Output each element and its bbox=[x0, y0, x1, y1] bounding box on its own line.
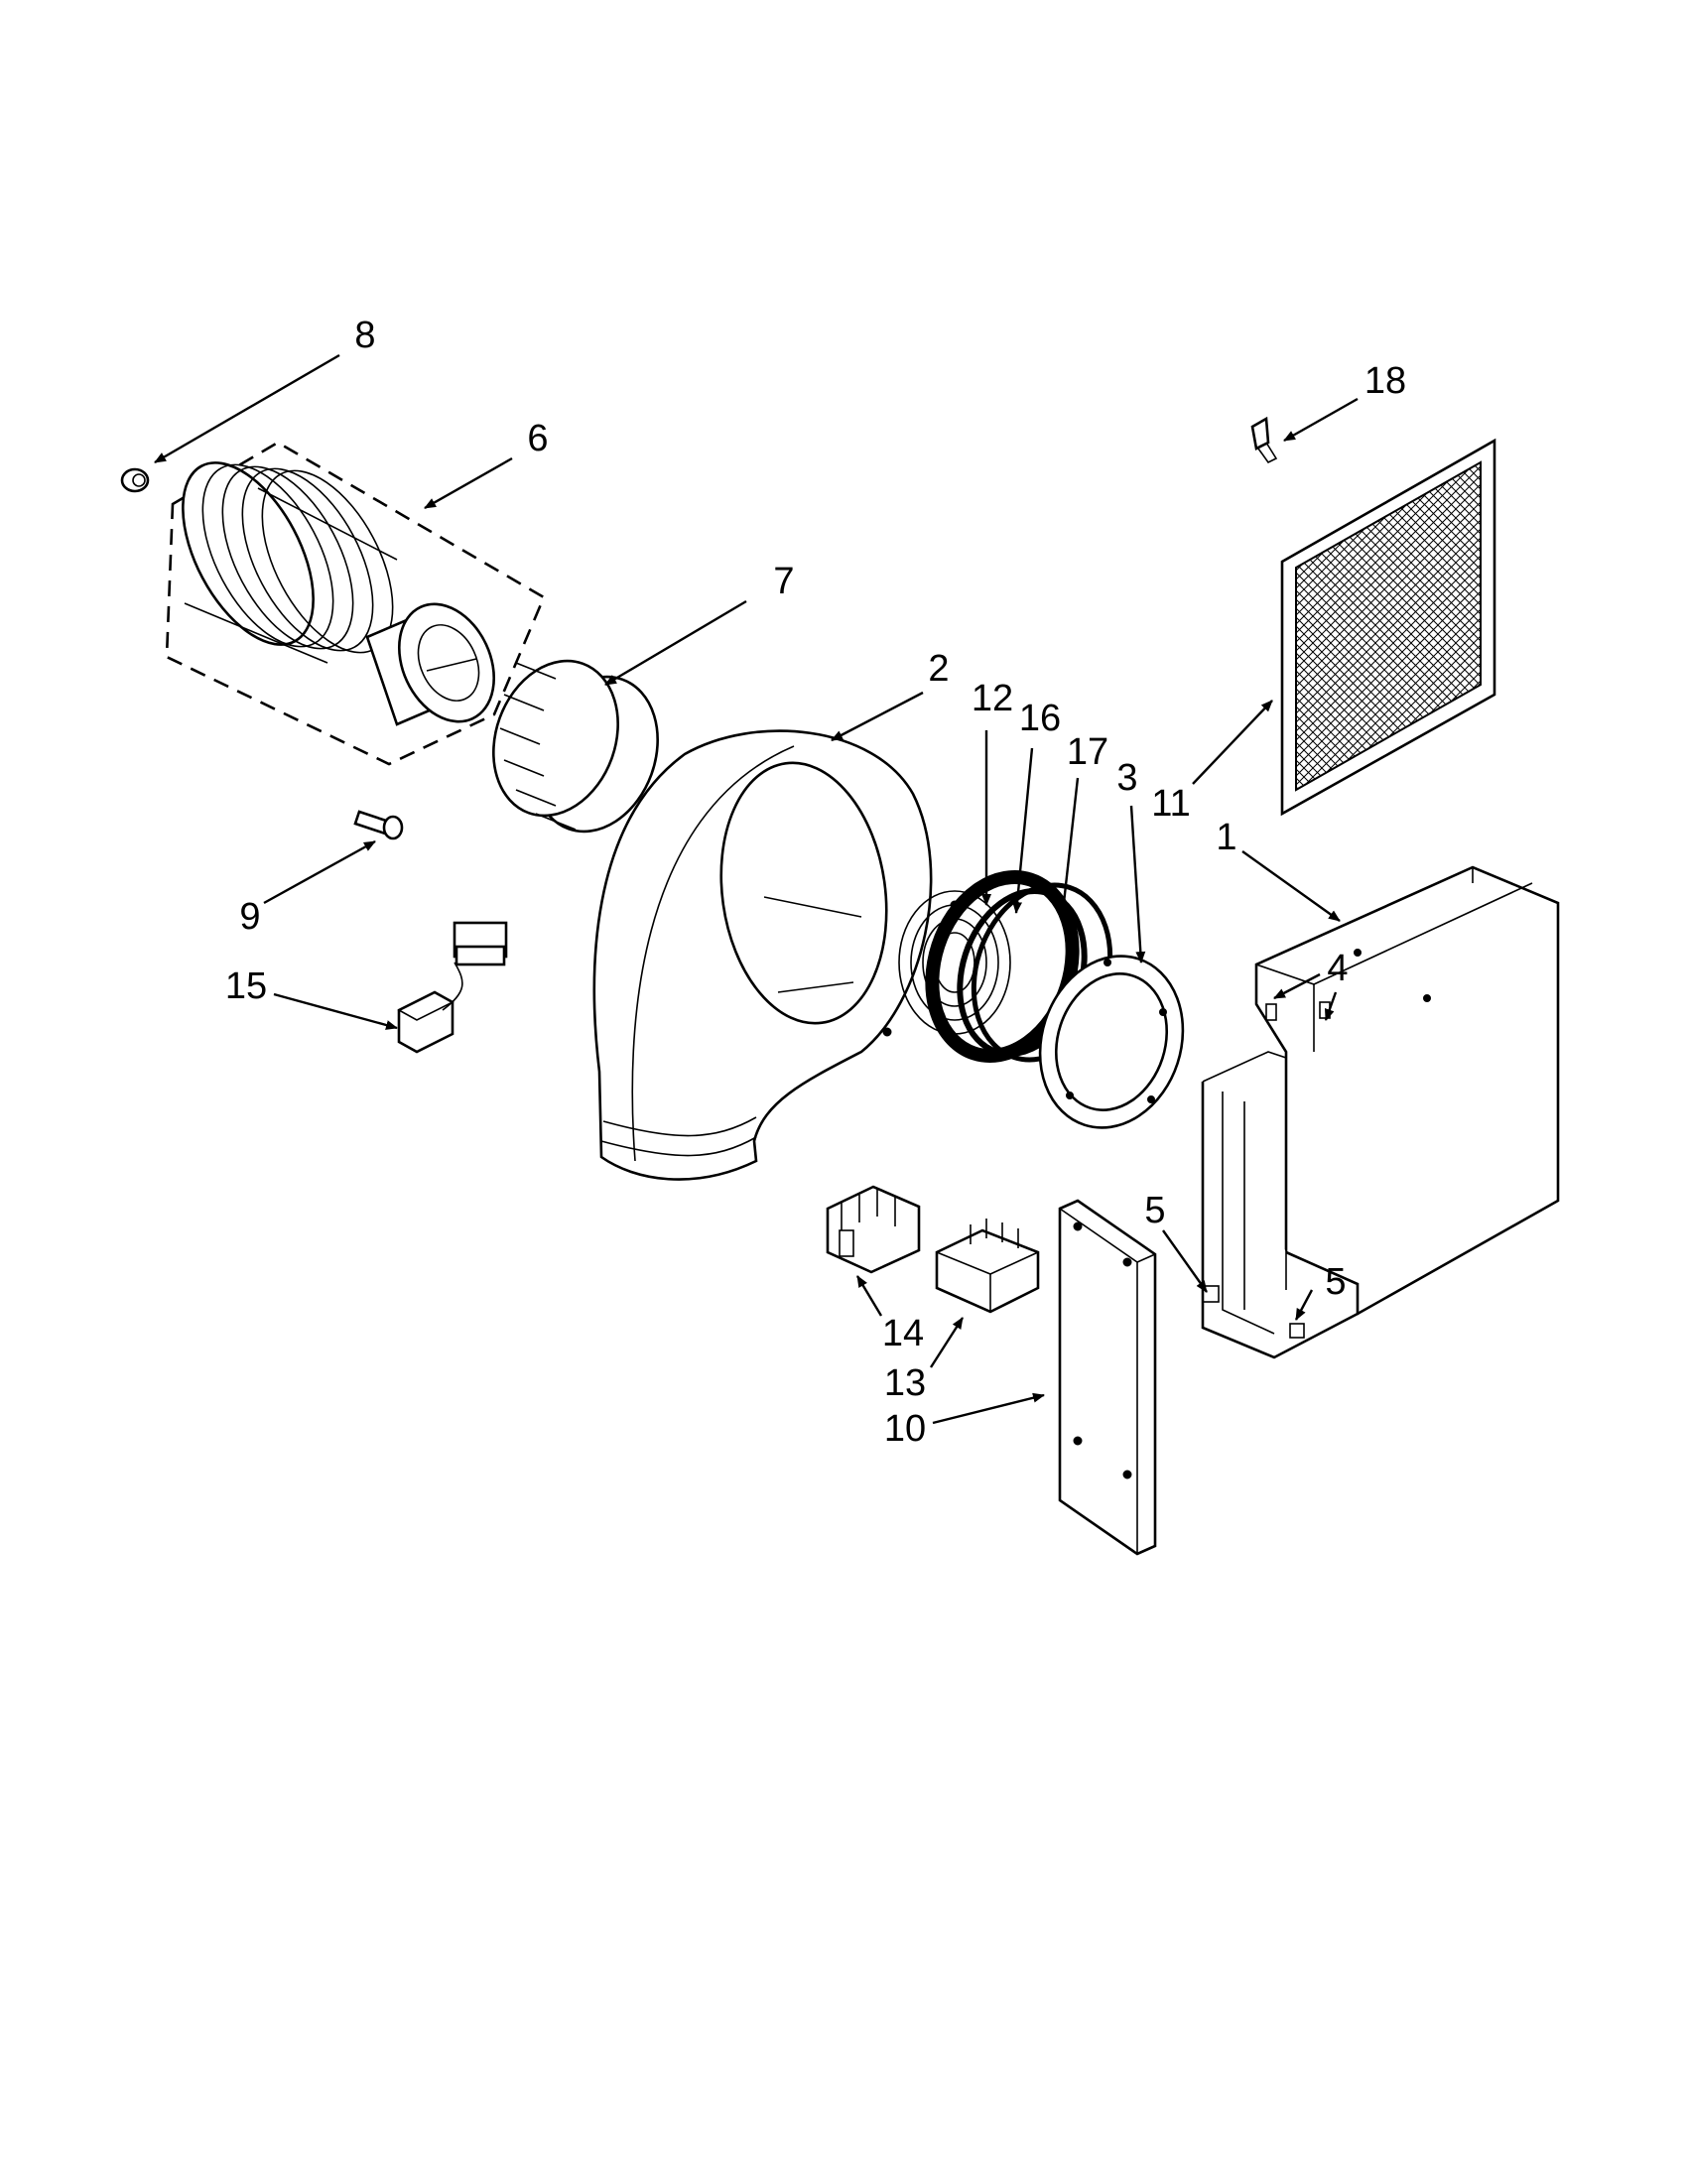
part-blower-housing bbox=[592, 729, 933, 1181]
callout-9: 9 bbox=[239, 896, 260, 938]
part-blower-wheel bbox=[492, 659, 659, 834]
callout-13: 13 bbox=[884, 1362, 926, 1404]
callout-4: 4 bbox=[1327, 948, 1348, 989]
part-filter-grille bbox=[1280, 438, 1496, 817]
leader-4b bbox=[1324, 991, 1338, 1021]
leader-5b bbox=[1294, 1289, 1314, 1321]
part-cabinet-box bbox=[1201, 865, 1560, 1359]
part-clip bbox=[1250, 416, 1278, 464]
callout-3: 3 bbox=[1116, 757, 1137, 799]
leader-5a bbox=[1162, 1229, 1208, 1293]
callout-labels: 8 6 7 2 12 16 17 3 11 1 4 18 9 15 5 5 14… bbox=[225, 315, 1406, 1450]
part-relay bbox=[935, 1219, 1040, 1314]
callout-8: 8 bbox=[354, 315, 375, 356]
part-mounting-ring bbox=[1038, 955, 1185, 1129]
leader-3 bbox=[1129, 805, 1146, 964]
part-motor-assembly bbox=[165, 441, 546, 766]
callout-17: 17 bbox=[1067, 731, 1108, 773]
leader-4a bbox=[1273, 972, 1321, 1000]
callout-7: 7 bbox=[773, 561, 794, 602]
leader-1 bbox=[1241, 850, 1341, 922]
part-screw bbox=[353, 810, 404, 840]
callout-15: 15 bbox=[225, 965, 267, 1007]
leader-18 bbox=[1283, 397, 1359, 443]
leader-17 bbox=[1058, 777, 1080, 922]
callout-14: 14 bbox=[882, 1313, 924, 1354]
callout-10: 10 bbox=[884, 1408, 926, 1450]
callout-16: 16 bbox=[1019, 698, 1061, 739]
leader-13 bbox=[929, 1317, 965, 1368]
leader-7 bbox=[604, 599, 747, 687]
leader-11 bbox=[1192, 700, 1273, 785]
callout-11: 11 bbox=[1151, 783, 1190, 825]
leader-2 bbox=[831, 691, 924, 742]
leader-14 bbox=[855, 1275, 883, 1317]
leader-10 bbox=[932, 1392, 1045, 1425]
callout-1: 1 bbox=[1216, 817, 1236, 858]
part-terminal-block bbox=[826, 1185, 921, 1274]
leader-6 bbox=[424, 456, 513, 510]
leader-9 bbox=[263, 839, 376, 905]
leader-lines bbox=[154, 353, 1359, 1425]
callout-12: 12 bbox=[972, 678, 1013, 719]
part-panel bbox=[1058, 1199, 1157, 1556]
part-wire-connector bbox=[397, 921, 508, 1054]
callout-6: 6 bbox=[527, 418, 548, 459]
callout-18: 18 bbox=[1364, 360, 1406, 402]
leader-15 bbox=[273, 992, 398, 1030]
callout-2: 2 bbox=[928, 648, 949, 690]
part-nut bbox=[120, 467, 150, 493]
callout-5b: 5 bbox=[1325, 1261, 1346, 1303]
callout-5a: 5 bbox=[1144, 1190, 1165, 1231]
leader-8 bbox=[154, 353, 340, 464]
leader-16 bbox=[1012, 747, 1034, 914]
